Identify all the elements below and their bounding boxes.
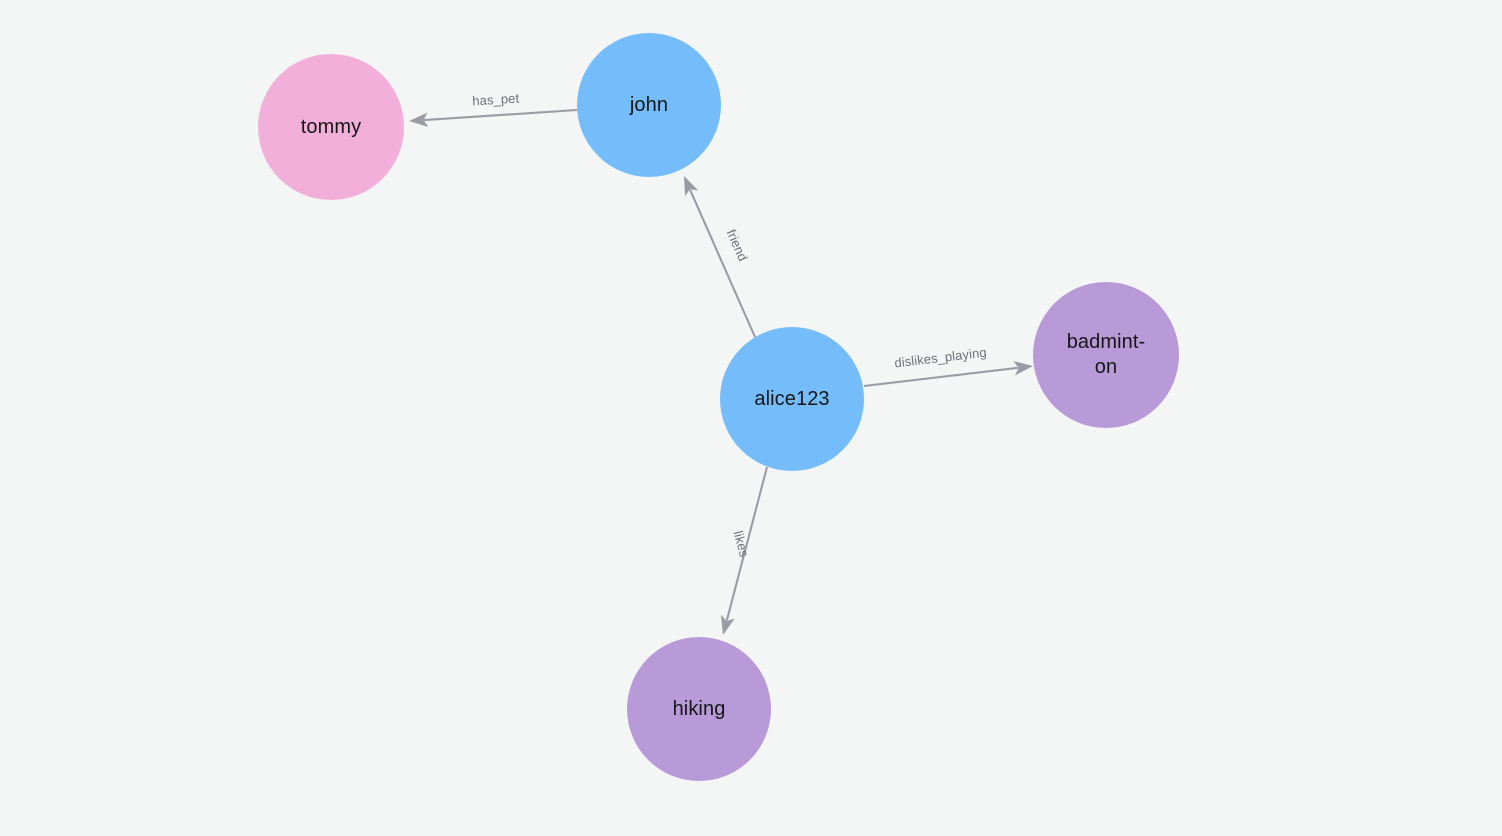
edge-label: has_pet — [472, 90, 520, 108]
edge-line — [689, 189, 756, 338]
graph-node-tommy[interactable]: tommy — [258, 54, 404, 200]
graph-node-label-line: on — [1094, 356, 1118, 378]
edge-arrowhead-icon — [684, 176, 699, 197]
graph-node-label-line: alice123 — [754, 387, 830, 410]
edge-label: dislikes_playing — [894, 345, 988, 371]
graph-node-label: badmint-on — [1033, 330, 1179, 380]
graph-node-alice123[interactable]: alice123 — [720, 327, 864, 471]
edge-label: friend — [724, 227, 751, 263]
graph-edge[interactable]: friend — [684, 176, 756, 338]
graph-node-label: john — [577, 93, 721, 118]
edge-line — [863, 366, 1019, 388]
edge-arrowhead-icon — [720, 614, 735, 635]
graph-edge[interactable]: dislikes_playing — [863, 345, 1033, 388]
graph-edge[interactable]: likes — [720, 466, 769, 635]
graph-node-label: alice123 — [720, 387, 864, 412]
graph-node-label-line: hiking — [672, 697, 726, 720]
edge-arrowhead-icon — [409, 112, 429, 127]
edge-label: likes — [731, 529, 752, 559]
graph-node-hiking[interactable]: hiking — [627, 637, 771, 781]
graph-node-label: tommy — [258, 115, 404, 140]
edge-line — [423, 108, 578, 122]
graph-edge[interactable]: has_pet — [409, 90, 578, 127]
graph-node-john[interactable]: john — [577, 33, 721, 177]
edge-arrowhead-icon — [1013, 361, 1033, 376]
graph-node-label-line: john — [629, 93, 669, 116]
graph-node-label-line: tommy — [300, 115, 362, 138]
graph-node-label-line: badmint- — [1066, 331, 1146, 353]
graph-node-label: hiking — [627, 697, 771, 722]
edge-line — [725, 466, 769, 621]
graph-node-badminton[interactable]: badmint-on — [1033, 282, 1179, 428]
